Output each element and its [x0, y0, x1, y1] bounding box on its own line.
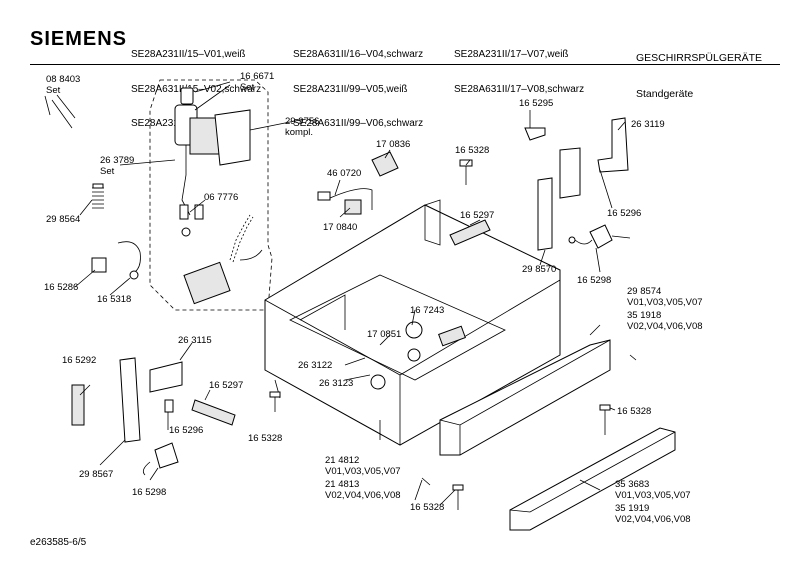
model-list-col3: SE28A231II/17–V07,weiß SE28A631II/17–V08… [454, 26, 584, 107]
part-label: 16 5328 [455, 145, 489, 156]
part-label: 06 7776 [204, 192, 238, 203]
rail-parts-right [449, 117, 631, 251]
spring-hose-parts [91, 183, 141, 280]
part-label: 26 3115 [178, 335, 212, 346]
part-label: 26 3119 [631, 119, 665, 130]
model-line: SE28A231II/99–V05,weiß [293, 83, 408, 95]
part-label: Set [240, 82, 255, 93]
part-label: Set [100, 166, 115, 177]
model-list-col2: SE28A631II/16–V04,schwarz SE28A231II/99–… [293, 26, 423, 141]
part-label: 35 1918 [627, 310, 661, 321]
part-label: 16 5328 [248, 433, 282, 444]
part-label: 29 8570 [522, 264, 556, 275]
plinth-panels [421, 339, 676, 531]
part-label: 17 0851 [367, 329, 401, 340]
part-label: 29 8564 [46, 214, 80, 225]
category-subtitle: Standgeräte [636, 88, 694, 100]
part-label: kompl. [285, 127, 313, 138]
category-block: GESCHIRRSPÜLGERÄTE Standgeräte [636, 28, 762, 112]
model-line: SE28A631II/15–V02,schwarz [131, 83, 262, 95]
part-label: 29 9756 [285, 116, 319, 127]
part-label: 16 5286 [44, 282, 78, 293]
part-label: 26 3789 [100, 155, 134, 166]
part-label: 16 5297 [460, 210, 494, 221]
connector-parts [317, 151, 473, 215]
part-label: 16 5296 [607, 208, 641, 219]
part-label: 17 0840 [323, 222, 357, 233]
part-label: 29 8567 [79, 469, 113, 480]
part-label: 16 5298 [577, 275, 611, 286]
part-label: 16 5318 [97, 294, 131, 305]
model-line: SE28A231II/17–V07,weiß [454, 49, 569, 60]
part-label: 29 8574 [627, 286, 661, 297]
leader-lines [44, 81, 626, 506]
part-label: 35 1919 [615, 503, 649, 514]
part-label: V01,V03,V05,V07 [627, 297, 703, 308]
part-label: 16 5295 [519, 98, 553, 109]
part-label: Set [46, 85, 61, 96]
part-label: V02,V04,V06,V08 [325, 490, 401, 501]
model-line: SE28A631II/99–V06,schwarz [293, 118, 424, 129]
assembly-outline [149, 79, 273, 311]
inlet-valve-assembly [174, 87, 263, 305]
part-label: 16 5297 [209, 380, 243, 391]
base-frame [264, 199, 561, 446]
part-label: 16 5292 [62, 355, 96, 366]
part-label: V02,V04,V06,V08 [615, 514, 691, 525]
header-rule [30, 64, 780, 65]
part-label: V01,V03,V05,V07 [615, 490, 691, 501]
model-line: SE28A631II/16–V04,schwarz [293, 49, 424, 60]
part-label: 08 8403 [46, 74, 80, 85]
part-label: 21 4813 [325, 479, 359, 490]
part-labels: 08 8403 Set 16 6671 Set 29 9756 kompl. 2… [44, 71, 703, 525]
part-label: 16 5328 [617, 406, 651, 417]
part-label: 26 3122 [298, 360, 332, 371]
part-label: 35 3683 [615, 479, 649, 490]
part-label: 26 3123 [319, 378, 353, 389]
part-label: 16 5328 [410, 502, 444, 513]
model-line: SE28A631II/17–V08,schwarz [454, 83, 585, 95]
part-label: 46 0720 [327, 168, 361, 179]
part-label: 16 5296 [169, 425, 203, 436]
siemens-logo: SIEMENS [30, 28, 128, 50]
part-label: 16 7243 [410, 305, 444, 316]
rail-parts-left [71, 357, 281, 476]
category-title: GESCHIRRSPÜLGERÄTE [636, 52, 763, 64]
part-label: 16 5298 [132, 487, 166, 498]
part-label: 16 6671 [240, 71, 274, 82]
model-line: SE28A231II/15–V01,weiß [131, 49, 246, 60]
part-label: V01,V03,V05,V07 [325, 466, 401, 477]
part-label: V02,V04,V06,V08 [627, 321, 703, 332]
part-label: 21 4812 [325, 455, 359, 466]
document-id: e263585-6/5 [30, 537, 87, 548]
part-label: 17 0836 [376, 139, 410, 150]
